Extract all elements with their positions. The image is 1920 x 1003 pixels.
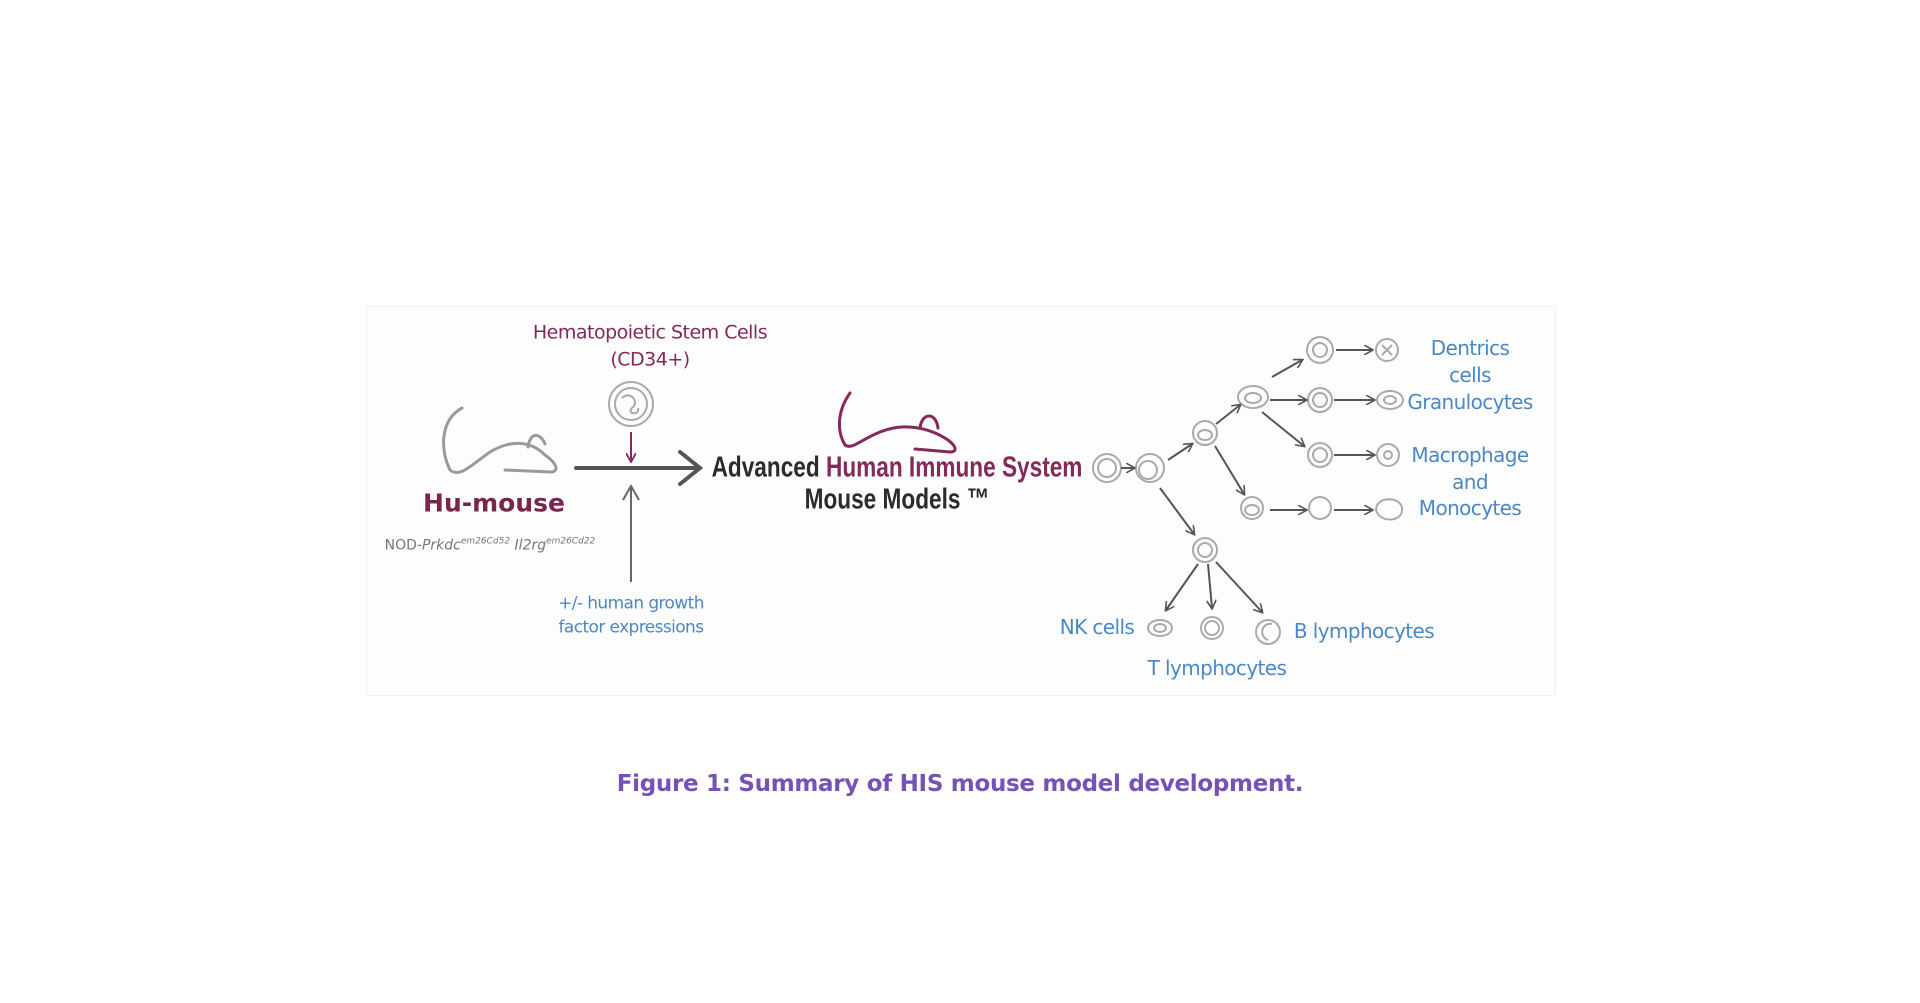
title-highlight: Human Immune System [825,451,1083,484]
lineage-arrows [1121,350,1374,612]
label-granulocytes: Granulocytes [1407,390,1533,414]
title-word: Advanced [711,451,820,484]
strain-prefix: NOD- [384,537,422,554]
stem-cell-icon [608,381,654,427]
maroon-mouse-icon [837,391,957,454]
hsc-label: Hematopoietic Stem Cells [532,321,768,344]
strain-label: NOD-Prkdcem26Cd52 Il2rgem26Cd22 [384,536,596,554]
label-t-lymphocytes: T lymphocytes [1147,656,1287,680]
label-dendritic-cells: cells [1449,363,1491,387]
growth-factor-label-2: factor expressions [558,617,705,638]
growth-up-arrow [622,483,640,582]
label-and: and [1452,470,1488,494]
label-macrophage: Macrophage [1411,443,1529,467]
label-dendritic: Dentrics [1430,336,1510,360]
label-nk-cells: NK cells [1059,615,1135,639]
label-monocytes: Monocytes [1418,496,1522,520]
strain-sup2: em26Cd22 [546,536,596,547]
figure-caption: Figure 1: Summary of HIS mouse model dev… [616,771,1304,797]
figure-panel [366,306,1556,696]
growth-factor-label-1: +/- human growth [558,593,704,614]
strain-gene2: Il2rg [514,537,547,554]
main-arrow-icon [574,450,704,486]
label-b-lymphocytes: B lymphocytes [1293,619,1435,643]
hu-mouse-label: Hu-mouse [423,488,565,518]
model-title: Advanced Human Immune System [711,451,1083,484]
gray-mouse-icon [442,406,558,475]
strain-gene1: Prkdc [421,537,461,554]
strain-sup1: em26Cd52 [460,536,511,547]
model-subtitle: Mouse Models ™ [804,483,990,516]
hsc-sublabel: (CD34+) [610,348,690,371]
